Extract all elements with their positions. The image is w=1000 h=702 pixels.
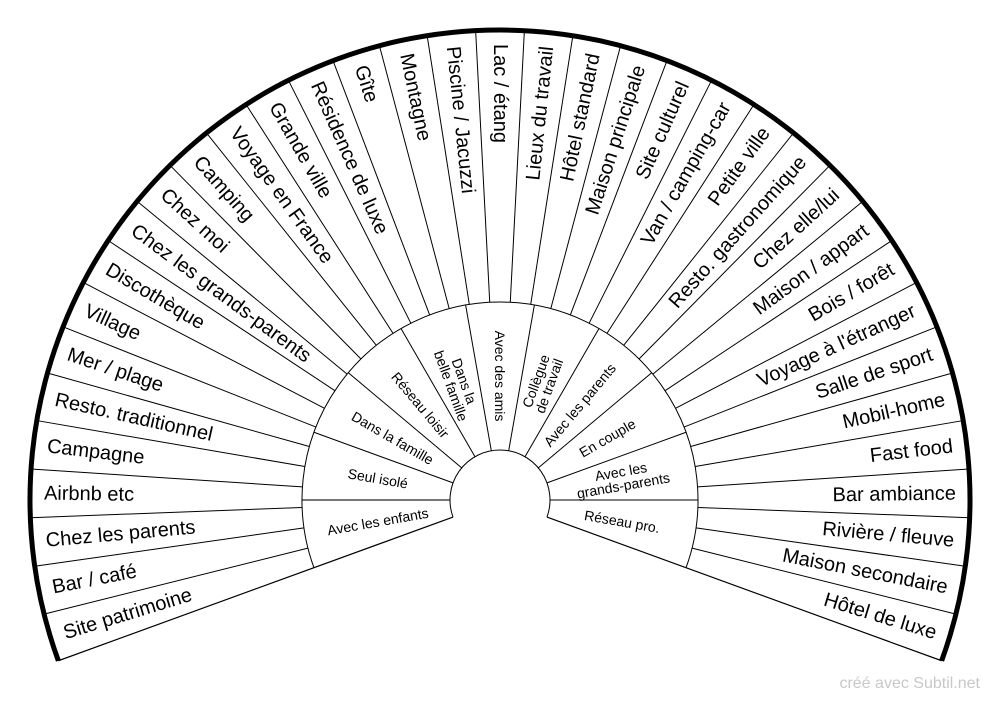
outer-divider [683, 326, 938, 428]
inner-label-line: Réseau pro. [583, 507, 661, 536]
outer-divider [169, 164, 362, 360]
inner-segment-label[interactable]: Avec les enfants [326, 505, 430, 539]
inner-label-line: En couple [576, 415, 638, 460]
outer-segment-label[interactable]: Piscine / Jacuzzi [442, 45, 479, 194]
outer-rim-arc [27, 27, 973, 662]
outer-divider [606, 104, 755, 334]
outer-divider [107, 240, 336, 392]
outer-segment-label[interactable]: Maison secondaire [781, 545, 950, 599]
outer-divider [136, 200, 348, 375]
inner-segment-label[interactable]: En couple [576, 415, 638, 460]
inner-label-line: Avec des amis [492, 331, 508, 422]
outer-divider [550, 45, 622, 309]
inner-divider [508, 304, 535, 451]
outer-divider [509, 30, 525, 303]
outer-divider [638, 164, 831, 360]
outer-divider [675, 282, 917, 409]
inner-label-line: Seul isolé [347, 465, 410, 491]
inner-divider [537, 372, 652, 469]
inner-segment-label[interactable]: Dans labelle famille [431, 344, 485, 424]
outer-segment-label[interactable]: Airbnb etc [44, 483, 134, 506]
outer-segment-label[interactable]: Gîte [350, 63, 383, 106]
outer-segment-label[interactable]: Mobil-home [840, 389, 947, 433]
inner-ring-arc [301, 301, 699, 568]
outer-divider [697, 506, 970, 519]
outer-divider [475, 30, 491, 303]
outer-divider [36, 420, 305, 468]
edge-line [546, 516, 942, 662]
outer-divider [623, 132, 794, 346]
edge-line [58, 516, 454, 662]
outer-divider [530, 35, 574, 305]
outer-divider [62, 326, 317, 428]
outer-divider [697, 468, 970, 488]
outer-divider [287, 80, 412, 324]
inner-segment-label[interactable]: Collèguede travail [519, 352, 567, 416]
center-arc [449, 449, 551, 518]
outer-segment-label[interactable]: Mer / plage [64, 344, 166, 397]
outer-segment-label[interactable]: Lac / étang [489, 44, 511, 143]
credit-text: créé avec Subtil.net [839, 675, 980, 692]
outer-segment-label[interactable]: Rivière / fleuve [821, 518, 955, 552]
inner-segment-label[interactable]: Réseau pro. [583, 507, 661, 536]
outer-divider [588, 80, 713, 324]
outer-segment-label[interactable]: Bar / café [50, 560, 138, 598]
outer-divider [569, 60, 668, 316]
inner-divider [524, 328, 600, 457]
outer-divider [47, 372, 310, 447]
inner-divider [313, 431, 454, 484]
inner-divider [400, 328, 476, 457]
outer-divider [43, 547, 309, 615]
outer-divider [690, 372, 953, 447]
outer-segment-label[interactable]: Fast food [869, 435, 954, 467]
inner-segment-label[interactable]: Seul isolé [347, 465, 410, 491]
outer-divider [652, 200, 864, 375]
outer-segment-label[interactable]: Campagne [46, 435, 146, 468]
outer-segment-label[interactable]: Bar ambiance [832, 483, 956, 507]
inner-divider [546, 431, 687, 484]
outer-divider [83, 282, 325, 409]
outer-divider [695, 527, 966, 567]
inner-divider [348, 372, 463, 469]
inner-divider [465, 304, 492, 451]
outer-divider [206, 132, 377, 346]
outer-divider [245, 104, 394, 334]
outer-segment-label[interactable]: Hôtel de luxe [821, 589, 939, 644]
inner-segment-label[interactable]: Avec lesgrands-parents [573, 456, 672, 502]
outer-divider [332, 60, 431, 316]
outer-divider [30, 468, 303, 488]
outer-divider [378, 45, 450, 309]
inner-label-line: Avec les enfants [326, 505, 430, 539]
outer-segment-label[interactable]: Village [81, 300, 144, 345]
outer-divider [30, 506, 303, 519]
outer-divider [34, 527, 305, 567]
outer-divider [695, 420, 964, 468]
outer-divider [664, 240, 893, 392]
inner-segment-label[interactable]: Avec des amis [492, 331, 508, 422]
outer-divider [691, 547, 957, 615]
outer-divider [426, 35, 470, 305]
